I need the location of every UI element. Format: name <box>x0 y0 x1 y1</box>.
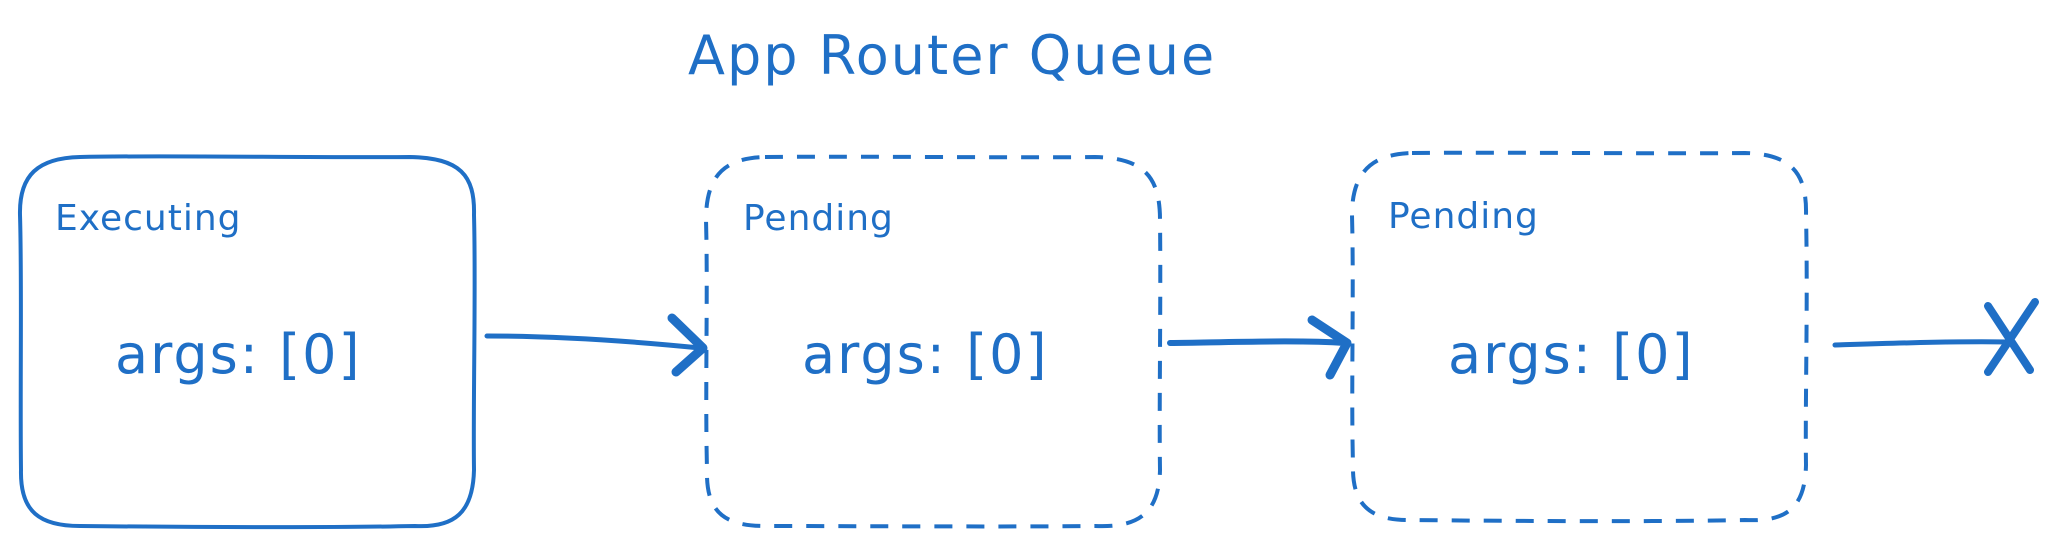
diagram-title: App Router Queue <box>688 24 1216 87</box>
edge-line <box>484 333 703 351</box>
edge-executing-to-pending <box>484 313 708 377</box>
node-border <box>17 154 477 530</box>
arrowhead-icon <box>1307 315 1352 380</box>
edge-pending-to-end <box>1832 298 2039 376</box>
queue-node-pending-1: Pending args: [0] <box>704 154 1163 529</box>
edge-pending-to-pending <box>1167 315 1352 380</box>
node-args-label: args: [0] <box>115 323 362 386</box>
edge-line <box>1167 338 1348 346</box>
node-status-label: Executing <box>55 198 242 239</box>
node-border <box>704 154 1163 529</box>
node-args-label: args: [0] <box>1448 323 1695 386</box>
arrowhead-icon <box>667 313 708 377</box>
node-status-label: Pending <box>1388 196 1539 237</box>
node-args-label: args: [0] <box>802 323 1049 386</box>
edge-line <box>1832 339 2013 348</box>
terminator-x-icon <box>1984 298 2039 376</box>
node-status-label: Pending <box>743 198 894 239</box>
queue-node-pending-2: Pending args: [0] <box>1350 150 1809 524</box>
node-border <box>1350 150 1809 524</box>
queue-node-executing: Executing args: [0] <box>17 154 477 530</box>
